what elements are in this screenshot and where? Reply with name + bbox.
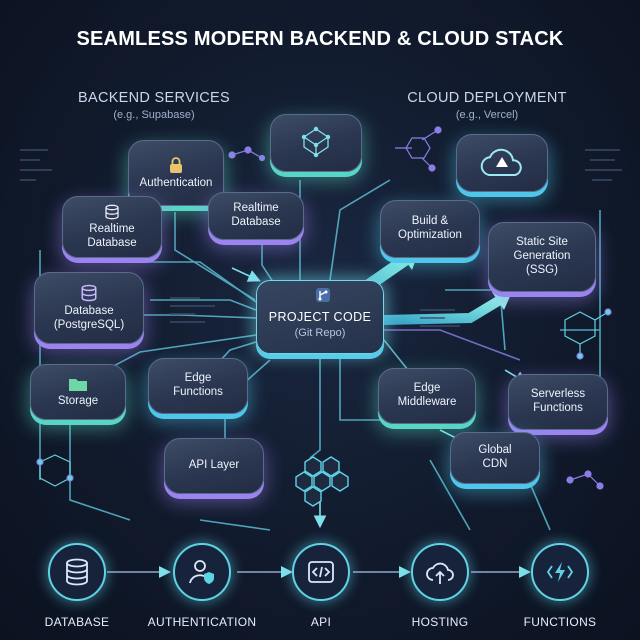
network-cube-node (270, 114, 362, 172)
storage-label: Storage (57, 394, 99, 407)
bottom-api: API (266, 543, 376, 629)
static-site-generation-node[interactable]: Static Site Generation (SSG) (488, 222, 596, 292)
backend-services-heading: BACKEND SERVICES (e.g., Supabase) (64, 90, 244, 121)
functions-circle (531, 543, 589, 601)
cloud-deployment-heading: CLOUD DEPLOYMENT (e.g., Vercel) (392, 90, 582, 121)
edge-functions-label: Edge Functions (173, 372, 223, 398)
bottom-label-functions: FUNCTIONS (523, 615, 597, 629)
hosting-circle (411, 543, 469, 601)
realtime-database-mid-node[interactable]: Realtime Database (208, 192, 304, 240)
database-postgresql-label: Database (PostgreSQL) (53, 304, 125, 331)
serverless-functions-label: Serverless Functions (530, 388, 586, 414)
database-postgresql-node[interactable]: Database (PostgreSQL) (34, 272, 144, 344)
global-cdn-node[interactable]: Global CDN (450, 432, 540, 484)
storage-node[interactable]: Storage (30, 364, 126, 420)
build-optimization-node[interactable]: Build & Optimization (380, 200, 480, 258)
serverless-functions-node[interactable]: Serverless Functions (508, 374, 608, 430)
bottom-authentication: AUTHENTICATION (147, 543, 257, 629)
git-icon (316, 288, 330, 302)
database-circle (48, 543, 106, 601)
cloud-subheading-text: (e.g., Vercel) (455, 109, 519, 121)
bottom-database: DATABASE (22, 543, 132, 629)
realtime-database-left-node[interactable]: Realtime Database (62, 196, 162, 258)
bottom-label-api: API (310, 615, 332, 629)
bottom-hosting: HOSTING (385, 543, 495, 629)
edge-middleware-label: Edge Middleware (397, 382, 457, 408)
network-icon (301, 126, 331, 157)
authentication-node[interactable]: Authentication (128, 140, 224, 206)
cloud-icon (480, 148, 522, 176)
cloud-upload-icon (426, 562, 454, 584)
page-title: SEAMLESS MODERN BACKEND & CLOUD STACK (76, 28, 564, 50)
edge-middleware-node[interactable]: Edge Middleware (378, 368, 476, 424)
edge-functions-node[interactable]: Edge Functions (148, 358, 248, 414)
api-circle (292, 543, 350, 601)
cloud-deploy-node (456, 134, 548, 192)
global-cdn-label: Global CDN (478, 444, 512, 470)
cloud-heading-text: CLOUD DEPLOYMENT (407, 90, 567, 106)
build-optimization-label: Build & Optimization (398, 215, 462, 241)
api-layer-node[interactable]: API Layer (164, 438, 264, 494)
backend-heading-text: BACKEND SERVICES (78, 90, 230, 106)
database-icon (81, 284, 97, 301)
bottom-functions: FUNCTIONS (505, 543, 615, 629)
authentication-label: Authentication (139, 176, 213, 189)
static-site-generation-label: Static Site Generation (SSG) (513, 236, 571, 276)
realtime-database-mid-label: Realtime Database (231, 202, 281, 228)
lightning-icon (546, 562, 574, 582)
database-icon (105, 204, 119, 220)
backend-subheading-text: (e.g., Supabase) (113, 109, 195, 121)
bottom-label-database: DATABASE (44, 615, 110, 629)
bottom-label-authentication: AUTHENTICATION (147, 615, 257, 629)
bottom-label-hosting: HOSTING (411, 615, 469, 629)
project-code-node[interactable]: PROJECT CODE (Git Repo) (256, 280, 384, 354)
authentication-circle (173, 543, 231, 601)
api-layer-label: API Layer (188, 459, 240, 472)
folder-icon (69, 378, 87, 391)
user-shield-icon (189, 560, 214, 584)
database-icon (66, 558, 88, 586)
project-code-subtitle: (Git Repo) (294, 326, 346, 339)
project-code-title: PROJECT CODE (268, 309, 372, 324)
lock-icon (170, 156, 182, 173)
code-icon (308, 561, 334, 583)
realtime-database-left-label: Realtime Database (87, 222, 137, 249)
